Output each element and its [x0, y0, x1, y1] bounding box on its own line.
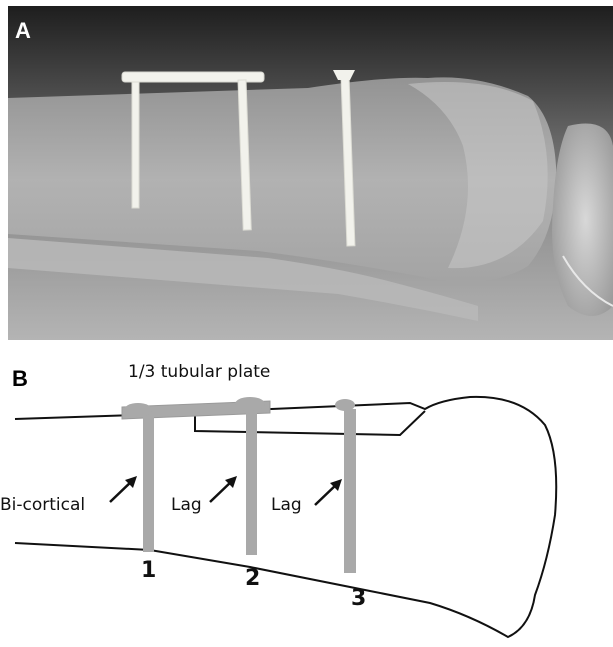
- screw-3-number: 3: [351, 586, 366, 611]
- xray-image: [8, 6, 613, 340]
- radiograph-panel: [8, 6, 613, 340]
- panel-b-label: B: [12, 366, 28, 392]
- screw-1: [143, 417, 154, 552]
- talus-bone: [552, 124, 613, 317]
- schematic-drawing: [0, 345, 613, 642]
- screw-3: [344, 409, 356, 573]
- screw-2-number: 2: [245, 566, 260, 591]
- screw-3-type-label: Lag: [271, 495, 302, 515]
- screw-2-type-label: Lag: [171, 495, 202, 515]
- panel-a-label: A: [15, 18, 31, 44]
- screw-2: [246, 411, 257, 555]
- schematic-panel: [0, 345, 613, 642]
- screw-1-image: [132, 82, 139, 208]
- screw-1-number: 1: [141, 558, 156, 583]
- screw-1-type-label: Bi-cortical: [0, 495, 85, 515]
- plate-label: 1/3 tubular plate: [128, 362, 270, 382]
